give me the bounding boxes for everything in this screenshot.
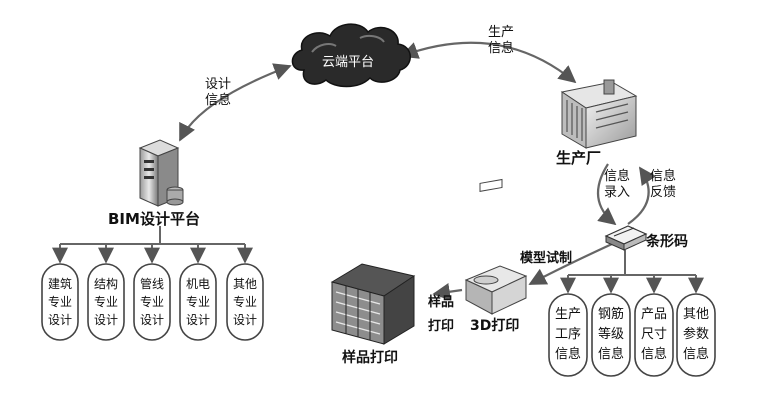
server-icon — [138, 139, 184, 207]
specialty-line: 设计 — [94, 313, 118, 327]
printer-label: 3D打印 — [470, 317, 519, 334]
specialty-line: 专业 — [48, 294, 72, 309]
specialty-capsule: 建筑 专业 设计 — [41, 263, 79, 341]
bim-label: BIM设计平台 — [108, 210, 200, 228]
info-entry-label-2: 录入 — [604, 185, 630, 200]
specialty-capsule: 结构 专业 设计 — [87, 263, 125, 341]
barcode-scanner-icon — [604, 225, 648, 251]
barcode-tree-lines — [560, 250, 704, 294]
barcode-label: 条形码 — [645, 233, 688, 250]
design-info-label-2: 信息 — [205, 92, 231, 108]
info-line: 信息 — [641, 346, 667, 362]
specialty-capsule: 管线 专业 设计 — [133, 263, 171, 341]
specialty-line: 结构 — [94, 276, 118, 291]
production-info-label-1: 生产 — [488, 25, 514, 40]
info-line: 信息 — [598, 346, 624, 362]
specialty-line: 机电 — [186, 277, 210, 291]
sample-print-label-1: 样品 — [428, 294, 454, 310]
info-line: 其他 — [683, 307, 709, 322]
specialty-line: 专业 — [140, 294, 164, 309]
design-specialties: 建筑 专业 设计 结构 专业 设计 管线 专业 设计 机电 专业 设计 其他 专… — [41, 263, 264, 341]
barcode-info: 生产 工序 信息 钢筋 等级 信息 产品 尺寸 信息 其他 参数 信息 — [548, 293, 716, 377]
info-line: 工序 — [555, 327, 581, 342]
arrow-factory-barcode — [596, 163, 617, 226]
info-line: 生产 — [555, 307, 581, 322]
info-line: 信息 — [683, 346, 709, 362]
sample-print-label-2: 打印 — [428, 318, 454, 334]
info-feedback-label-2: 反馈 — [650, 185, 676, 200]
cloud-icon — [291, 23, 411, 88]
cloud-label: 云端平台 — [322, 55, 374, 70]
info-capsule: 钢筋 等级 信息 — [591, 293, 631, 377]
specialty-capsule: 其他 专业 设计 — [226, 263, 264, 341]
info-line: 参数 — [683, 326, 709, 342]
arrow-barcode-factory — [627, 166, 657, 225]
info-line: 信息 — [555, 346, 581, 362]
specialty-line: 建筑 — [48, 276, 72, 291]
arrow-cloud-factory — [400, 41, 577, 84]
bim-tree-lines — [52, 226, 253, 264]
specialty-line: 其他 — [233, 277, 257, 291]
connectors — [179, 41, 657, 301]
specialty-line: 管线 — [140, 276, 164, 291]
info-line: 等级 — [598, 326, 624, 342]
specialty-line: 设计 — [233, 313, 257, 327]
arrow-printer-sample — [432, 283, 463, 301]
factory-icon — [560, 79, 638, 149]
model-trial-label: 模型试制 — [520, 250, 572, 266]
info-line: 钢筋 — [598, 306, 624, 322]
specialty-line: 专业 — [186, 294, 210, 309]
arrow-barcode-printer — [528, 243, 613, 285]
sample-label: 样品打印 — [342, 349, 398, 366]
info-line: 产品 — [641, 307, 667, 322]
printer-icon — [464, 178, 528, 315]
info-capsule: 产品 尺寸 信息 — [634, 293, 674, 377]
info-feedback-label-1: 信息 — [650, 168, 676, 184]
specialty-line: 设计 — [186, 313, 210, 327]
sample-building-icon — [330, 263, 416, 345]
info-line: 尺寸 — [641, 327, 667, 342]
arrow-bim-cloud — [179, 63, 292, 142]
info-capsule: 生产 工序 信息 — [548, 293, 588, 377]
factory-label: 生产厂 — [556, 149, 601, 167]
info-entry-label-1: 信息 — [604, 168, 630, 184]
specialty-line: 专业 — [94, 294, 118, 309]
production-info-label-2: 信息 — [488, 40, 514, 56]
specialty-line: 设计 — [140, 313, 164, 327]
specialty-line: 设计 — [48, 313, 72, 327]
design-info-label-1: 设计 — [205, 77, 231, 92]
specialty-line: 专业 — [233, 294, 257, 309]
info-capsule: 其他 参数 信息 — [676, 293, 716, 377]
specialty-capsule: 机电 专业 设计 — [179, 263, 217, 341]
